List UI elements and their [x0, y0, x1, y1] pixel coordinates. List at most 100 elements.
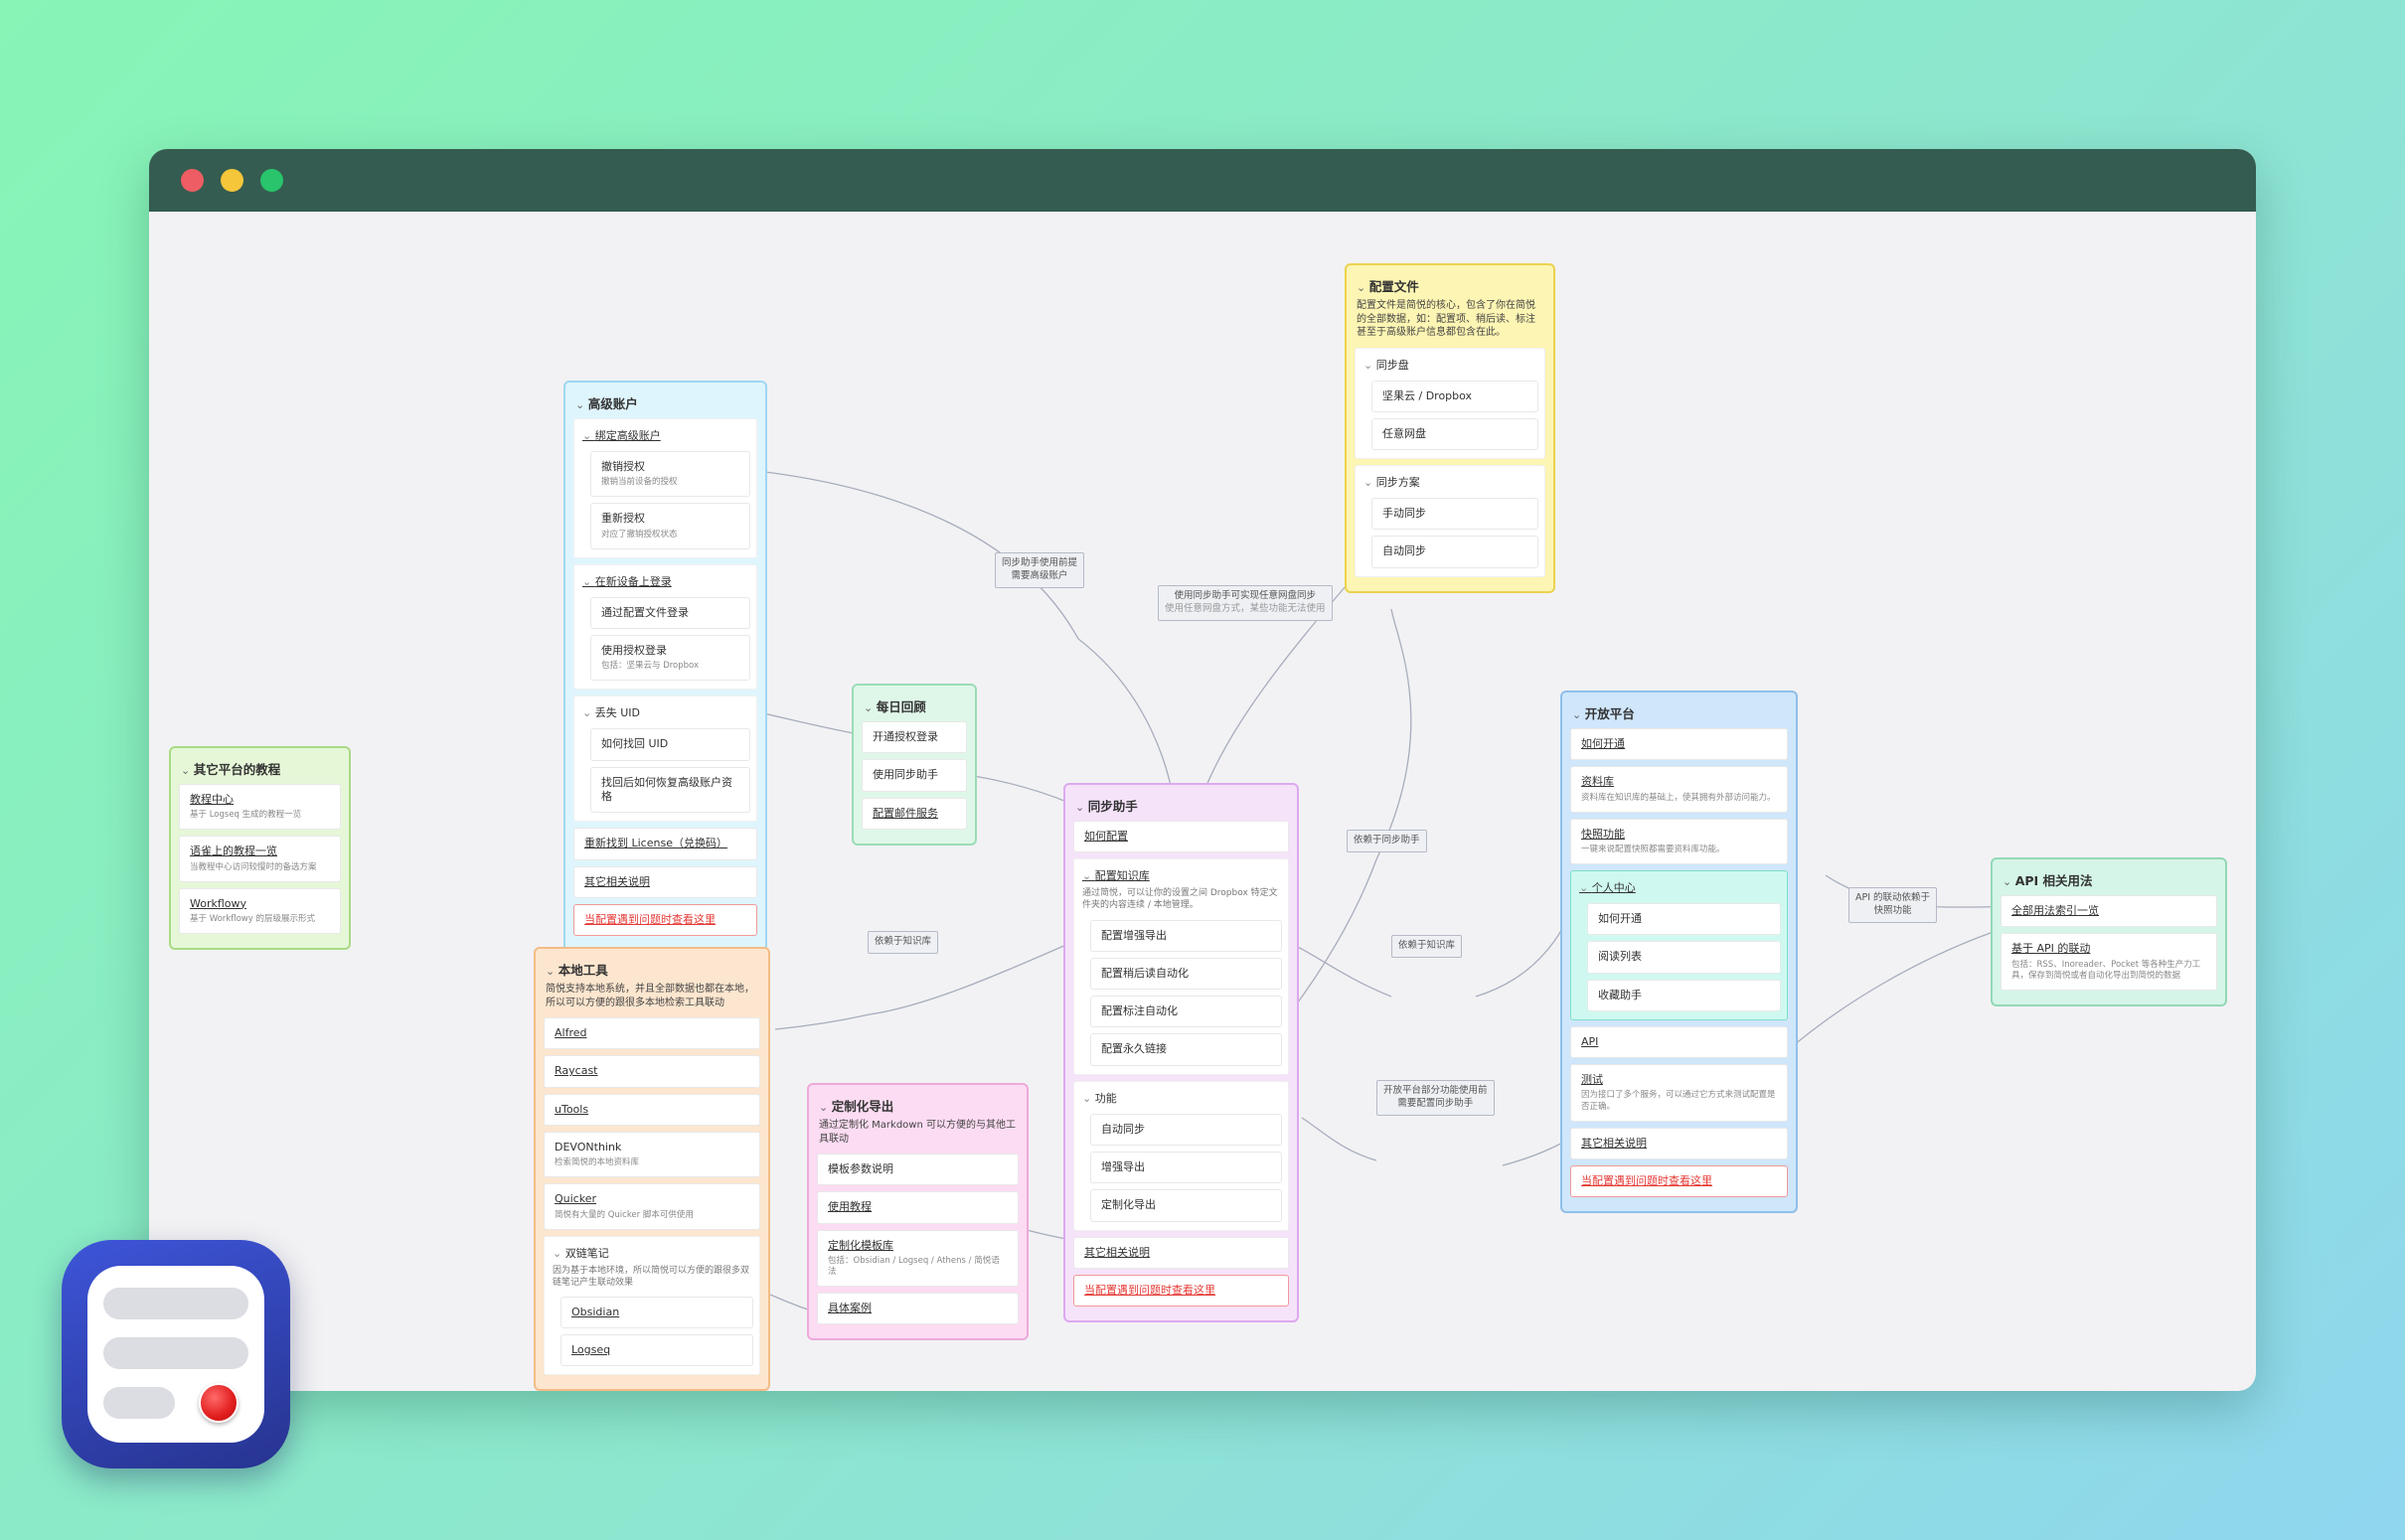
node-tutorial-center[interactable]: 教程中心基于 Logseq 生成的教程一览	[179, 784, 341, 831]
node-label: 资料库	[1581, 775, 1614, 789]
open-platform-title[interactable]: 开放平台	[1572, 703, 1786, 722]
node-library[interactable]: 资料库资料库在知识库的基础上，使其拥有外部访问能力。	[1570, 766, 1788, 813]
node-auto-sync-feature[interactable]: 自动同步	[1090, 1113, 1282, 1147]
node-config-file-login[interactable]: 通过配置文件登录	[590, 596, 750, 629]
group-bind-account-title[interactable]: 绑定高级账户	[582, 427, 748, 443]
connector-line	[1286, 941, 1392, 998]
node-label: Logseq	[571, 1343, 611, 1357]
node-obsidian[interactable]: Obsidian	[561, 1296, 753, 1329]
sync-helper-card[interactable]: 同步助手 如何配置 配置知识库 通过简悦，可以让你的设置之间 Dropbox 特…	[1063, 783, 1299, 1323]
node-label: 阅读列表	[1598, 950, 1642, 964]
node-reauthorize[interactable]: 重新授权对应了撤销授权状态	[590, 503, 750, 549]
node-permalink[interactable]: 配置永久链接	[1090, 1033, 1282, 1066]
node-template-params[interactable]: 模板参数说明	[817, 1154, 1019, 1186]
node-custom-export[interactable]: 定制化导出	[1090, 1189, 1282, 1222]
node-api-integrations[interactable]: 基于 API 的联动包括：RSS、Inoreader、Pocket 等各种生产力…	[2001, 933, 2217, 991]
node-jianguoyun-dropbox[interactable]: 坚果云 / Dropbox	[1371, 380, 1538, 412]
node-api[interactable]: API	[1570, 1025, 1788, 1059]
group-knowledge-base-title[interactable]: 配置知识库	[1082, 867, 1280, 883]
node-open-how-enable[interactable]: 如何开通	[1570, 728, 1788, 761]
connector-line	[774, 1013, 871, 1030]
node-restore-account[interactable]: 找回后如何恢复高级账户资格	[590, 766, 750, 814]
node-sync-trouble-link[interactable]: 当配置遇到问题时查看这里	[1073, 1274, 1289, 1308]
edge-label-depends-sync[interactable]: 依赖于同步助手	[1347, 830, 1427, 852]
node-snapshot[interactable]: 快照功能一键来说配置快照都需要资料库功能。	[1570, 818, 1788, 864]
group-personal-center-title[interactable]: 个人中心	[1579, 879, 1779, 895]
node-note: 撤销当前设备的授权	[601, 477, 678, 488]
local-tools-card[interactable]: 本地工具 简悦支持本地系统，并且全部数据也都在本地，所以可以方便的跟很多本地检索…	[534, 947, 770, 1391]
node-auto-sync[interactable]: 自动同步	[1371, 536, 1538, 568]
node-manual-sync[interactable]: 手动同步	[1371, 498, 1538, 531]
sync-helper-title[interactable]: 同步助手	[1075, 796, 1287, 815]
node-find-uid[interactable]: 如何找回 UID	[590, 728, 750, 761]
node-template-library[interactable]: 定制化模板库包括：Obsidian / Logseq / Athens / 简悦…	[817, 1229, 1019, 1287]
node-annotation-automation[interactable]: 配置标注自动化	[1090, 996, 1282, 1028]
node-api-index[interactable]: 全部用法索引一览	[2001, 895, 2217, 928]
node-enhanced-export[interactable]: 增强导出	[1090, 1152, 1282, 1184]
node-how-configure[interactable]: 如何配置	[1073, 821, 1289, 853]
node-note: 检索简悦的本地资料库	[555, 1157, 640, 1168]
minimize-button[interactable]	[221, 169, 243, 192]
node-sync-other-notes[interactable]: 其它相关说明	[1073, 1236, 1289, 1269]
group-knowledge-base-desc: 通过简悦，可以让你的设置之间 Dropbox 特定文件夹的内容连续 / 本地管理…	[1082, 888, 1278, 911]
edge-label-api-needs-snapshot[interactable]: API 的联动依赖于 快照功能	[1848, 887, 1938, 923]
group-knowledge-base: 配置知识库 通过简悦，可以让你的设置之间 Dropbox 特定文件夹的内容连续 …	[1073, 858, 1289, 1075]
group-new-device-login-title[interactable]: 在新设备上登录	[582, 573, 748, 589]
custom-export-title[interactable]: 定制化导出	[819, 1096, 1017, 1115]
node-utools[interactable]: uTools	[544, 1093, 760, 1126]
custom-export-card[interactable]: 定制化导出 通过定制化 Markdown 可以方便的与其他工具联动 模板参数说明…	[807, 1083, 1029, 1341]
connector-line	[1786, 926, 2008, 1052]
edge-label-open-needs-sync[interactable]: 开放平台部分功能使用前 需要配置同步助手	[1376, 1080, 1495, 1116]
edge-label-depends-kb-open[interactable]: 依赖于知识库	[1391, 935, 1463, 958]
api-usage-title[interactable]: API 相关用法	[2003, 870, 2215, 889]
config-file-title[interactable]: 配置文件	[1357, 276, 1543, 295]
node-license[interactable]: 重新找到 License（兑换码）	[573, 828, 757, 860]
node-bookmark-helper[interactable]: 收藏助手	[1587, 979, 1781, 1011]
edge-label-depends-kb-local[interactable]: 依赖于知识库	[868, 931, 939, 954]
node-raycast[interactable]: Raycast	[544, 1055, 760, 1088]
advanced-account-title[interactable]: 高级账户	[575, 393, 755, 412]
node-any-disk[interactable]: 任意网盘	[1371, 417, 1538, 451]
node-mail-service[interactable]: 配置邮件服务	[862, 797, 967, 830]
edge-label-any-disk-sync[interactable]: 使用同步助手可实现任意网盘同步使用任意网盘方式，某些功能无法使用	[1158, 585, 1333, 621]
node-logseq[interactable]: Logseq	[561, 1334, 753, 1367]
group-features-title[interactable]: 功能	[1082, 1090, 1280, 1106]
node-readlater-automation[interactable]: 配置稍后读自动化	[1090, 957, 1282, 991]
node-account-other-notes[interactable]: 其它相关说明	[573, 865, 757, 898]
node-account-trouble-link[interactable]: 当配置遇到问题时查看这里	[573, 903, 757, 937]
group-lost-uid-title[interactable]: 丢失 UID	[582, 704, 748, 720]
other-platforms-title[interactable]: 其它平台的教程	[181, 759, 339, 778]
node-auth-login[interactable]: 使用授权登录包括：坚果云与 Dropbox	[590, 634, 750, 682]
node-open-other-notes[interactable]: 其它相关说明	[1570, 1127, 1788, 1159]
node-enable-auth-login[interactable]: 开通授权登录	[862, 721, 967, 754]
daily-review-title[interactable]: 每日回顾	[864, 696, 965, 715]
node-open-trouble-link[interactable]: 当配置遇到问题时查看这里	[1570, 1164, 1788, 1198]
node-examples[interactable]: 具体案例	[817, 1292, 1019, 1325]
node-reading-list[interactable]: 阅读列表	[1587, 941, 1781, 974]
group-sync-plan-title[interactable]: 同步方案	[1363, 474, 1536, 490]
config-file-card[interactable]: 配置文件 配置文件是简悦的核心，包含了你在简悦的全部数据，如：配置项、稍后读、标…	[1345, 263, 1555, 593]
group-bidirectional-notes-title[interactable]: 双链笔记	[553, 1245, 751, 1261]
api-usage-card[interactable]: API 相关用法 全部用法索引一览 基于 API 的联动包括：RSS、Inore…	[1991, 857, 2227, 1006]
node-yuque-tutorials[interactable]: 语雀上的教程一览当教程中心访问较慢时的备选方案	[179, 836, 341, 882]
node-personal-how-enable[interactable]: 如何开通	[1587, 902, 1781, 936]
node-revoke-auth[interactable]: 撤销授权撤销当前设备的授权	[590, 451, 750, 498]
edge-label-sync-requires-account[interactable]: 同步助手使用前提 需要高级账户	[995, 552, 1085, 588]
maximize-button[interactable]	[260, 169, 283, 192]
node-enhanced-export-config[interactable]: 配置增强导出	[1090, 919, 1282, 952]
node-use-sync-helper[interactable]: 使用同步助手	[862, 759, 967, 792]
local-tools-title[interactable]: 本地工具	[546, 960, 758, 979]
group-sync-disk-title[interactable]: 同步盘	[1363, 357, 1536, 373]
node-test[interactable]: 测试因为接口了多个服务，可以通过它方式来测试配置是否正确。	[1570, 1064, 1788, 1122]
daily-review-card[interactable]: 每日回顾 开通授权登录 使用同步助手 配置邮件服务	[852, 684, 977, 846]
close-button[interactable]	[181, 169, 204, 192]
node-export-tutorial[interactable]: 使用教程	[817, 1191, 1019, 1224]
node-alfred[interactable]: Alfred	[544, 1017, 760, 1050]
